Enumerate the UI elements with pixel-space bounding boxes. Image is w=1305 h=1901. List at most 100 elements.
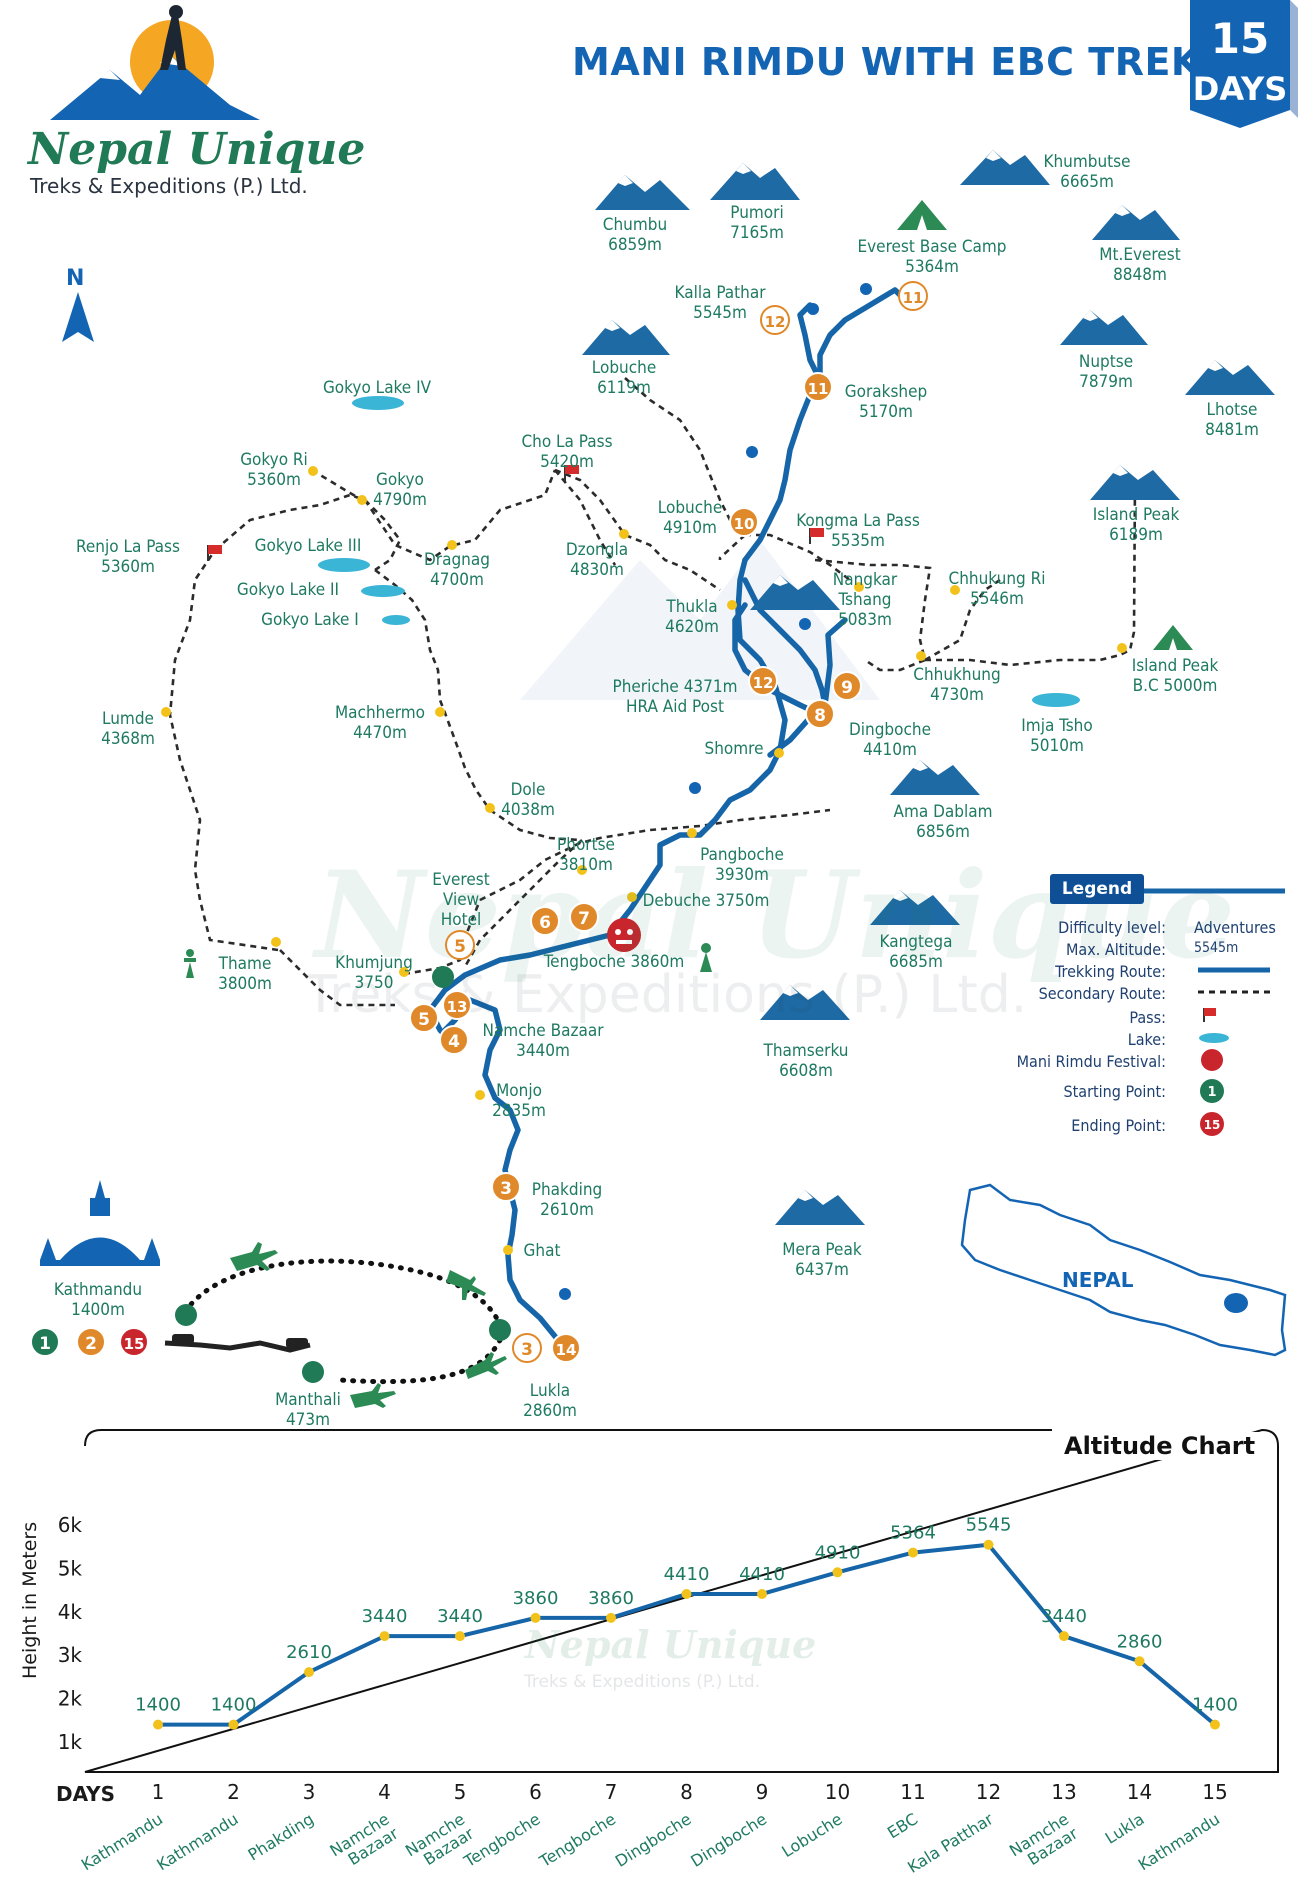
- legend-label: Trekking Route:: [1055, 962, 1166, 981]
- map-label-shomre: Shomre: [704, 739, 764, 759]
- chart-watermark-sub: Treks & Expeditions (P.) Ltd.: [524, 1672, 761, 1692]
- altitude-data-label: 3860: [513, 1588, 559, 1609]
- altitude-chart: 1k2k3k4k5k6k14001Kathmandu14002Kathmandu…: [58, 1513, 1238, 1877]
- brand-watermark: Nepal Unique: [315, 845, 1236, 986]
- day-marker-3: 3: [512, 1333, 542, 1363]
- y-tick-label: 5k: [58, 1556, 83, 1580]
- climber-icons: [559, 283, 872, 1300]
- x-tick-place: EBC: [884, 1809, 921, 1842]
- x-tick-place: NamcheBazaar: [1006, 1809, 1082, 1875]
- legend-label: Max. Altitude:: [1066, 940, 1166, 959]
- chart-watermark: Nepal Unique: [525, 1622, 817, 1667]
- legend-label: Secondary Route:: [1038, 984, 1166, 1003]
- tent-icon-islandbc: [1153, 625, 1193, 650]
- altitude-point: [681, 1589, 692, 1600]
- map-label-tengboche: Tengboche 3860m: [543, 952, 685, 972]
- x-tick-place: NamcheBazaar: [326, 1809, 402, 1875]
- map-label-gokyo4: Gokyo Lake IV: [322, 378, 432, 398]
- page-title: MANI RIMDU WITH EBC TREK: [572, 40, 1201, 84]
- altitude-point: [1210, 1719, 1220, 1730]
- tent-icon: [897, 200, 947, 230]
- altitude-point: [606, 1612, 616, 1623]
- x-tick-day: 12: [976, 1780, 1001, 1804]
- waypoints: [161, 466, 1127, 1255]
- legend-label: Lake:: [1127, 1030, 1166, 1049]
- altitude-data-label: 4910: [815, 1542, 861, 1563]
- altitude-point: [153, 1719, 163, 1730]
- y-tick-label: 4k: [58, 1600, 83, 1624]
- map-label-ghat: Ghat: [523, 1241, 561, 1261]
- altitude-data-label: 5545: [966, 1515, 1012, 1536]
- day-marker-11: 11: [803, 372, 833, 402]
- x-tick-day: 6: [529, 1780, 542, 1804]
- map-label-debuche: Debuche 3750m: [642, 891, 770, 911]
- x-tick-day: 14: [1127, 1780, 1152, 1804]
- day-marker-4: 4: [439, 1025, 469, 1055]
- days-badge-word: DAYS: [1192, 70, 1288, 108]
- day-marker-5: 5: [445, 930, 475, 960]
- x-tick-day: 7: [605, 1780, 618, 1804]
- altitude-point: [1134, 1656, 1145, 1667]
- x-tick-day: 5: [454, 1780, 467, 1804]
- altitude-point: [455, 1631, 465, 1642]
- day-marker-2: 2: [76, 1327, 106, 1357]
- mani-rimdu-mask-icon: [607, 918, 641, 952]
- legend-label: Pass:: [1129, 1008, 1166, 1027]
- days-badge-shape: [1190, 0, 1290, 128]
- north-arrow-icon: [62, 292, 94, 342]
- altitude-data-label: 3440: [362, 1606, 408, 1627]
- day-marker-15: 15: [119, 1327, 149, 1357]
- legend-label: Starting Point:: [1063, 1082, 1166, 1101]
- day-marker-12: 12: [760, 305, 790, 335]
- y-tick-label: 1k: [58, 1730, 83, 1754]
- day-marker-1: 1: [30, 1327, 60, 1357]
- altitude-data-label: 3440: [1041, 1606, 1087, 1627]
- legend-title: Legend: [1050, 874, 1144, 904]
- legend-value: Adventures: [1194, 918, 1276, 937]
- day-marker-3: 3: [491, 1172, 521, 1202]
- brand-logo-subtitle: Treks & Expeditions (P.) Ltd.: [30, 174, 308, 198]
- day-marker-10: 10: [729, 507, 759, 537]
- x-tick-day: 1: [152, 1780, 165, 1804]
- x-tick-day: 11: [900, 1780, 925, 1804]
- altitude-point: [832, 1567, 843, 1578]
- lakes: [318, 396, 1080, 707]
- nepal-inset-outline: [960, 1183, 1287, 1357]
- x-tick-place: Lukla: [1102, 1809, 1148, 1848]
- mountain-snowcaps: [605, 150, 1223, 1201]
- day-marker-12: 12: [748, 666, 778, 696]
- legend-symbols: 1 15: [1140, 888, 1285, 1136]
- x-tick-day: 9: [756, 1780, 769, 1804]
- legend-label: Difficulty level:: [1058, 918, 1166, 937]
- x-tick-place: Phakding: [244, 1809, 317, 1864]
- stupa-icon: [184, 943, 712, 978]
